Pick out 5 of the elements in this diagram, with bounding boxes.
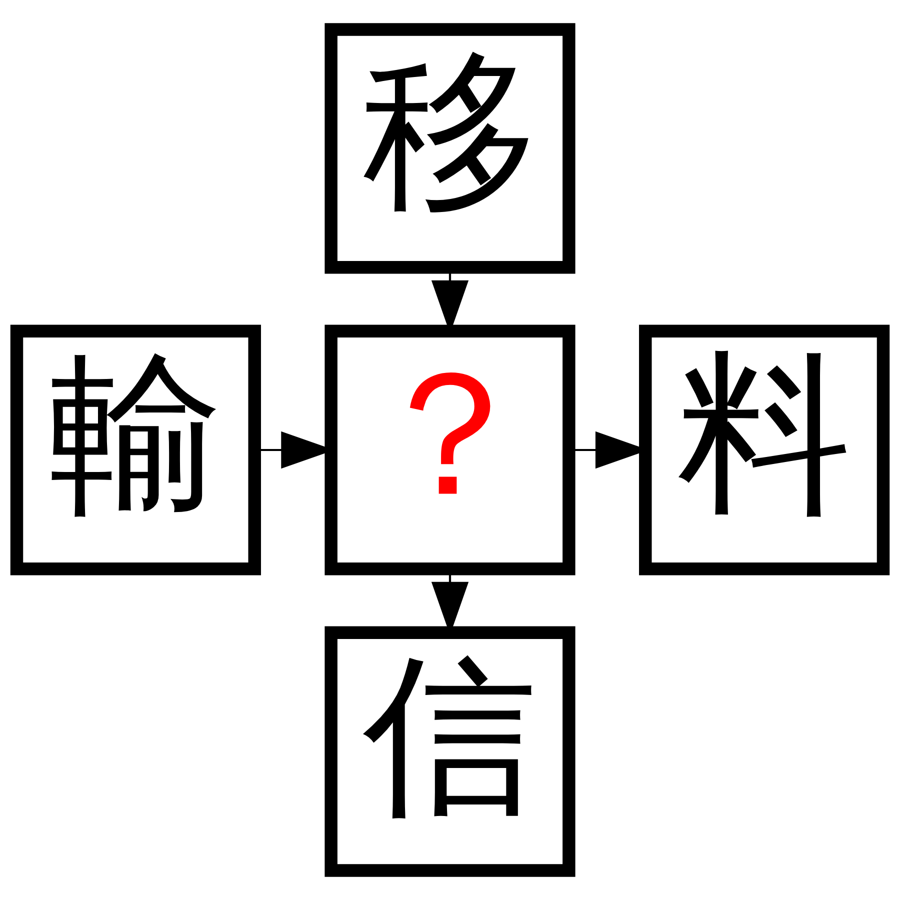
node-box: 輸 (10, 324, 261, 576)
node-box: 移 (324, 23, 576, 274)
node-box: 料 (639, 324, 890, 576)
node-box: ？ (324, 324, 576, 576)
node-box: 信 (324, 626, 576, 877)
